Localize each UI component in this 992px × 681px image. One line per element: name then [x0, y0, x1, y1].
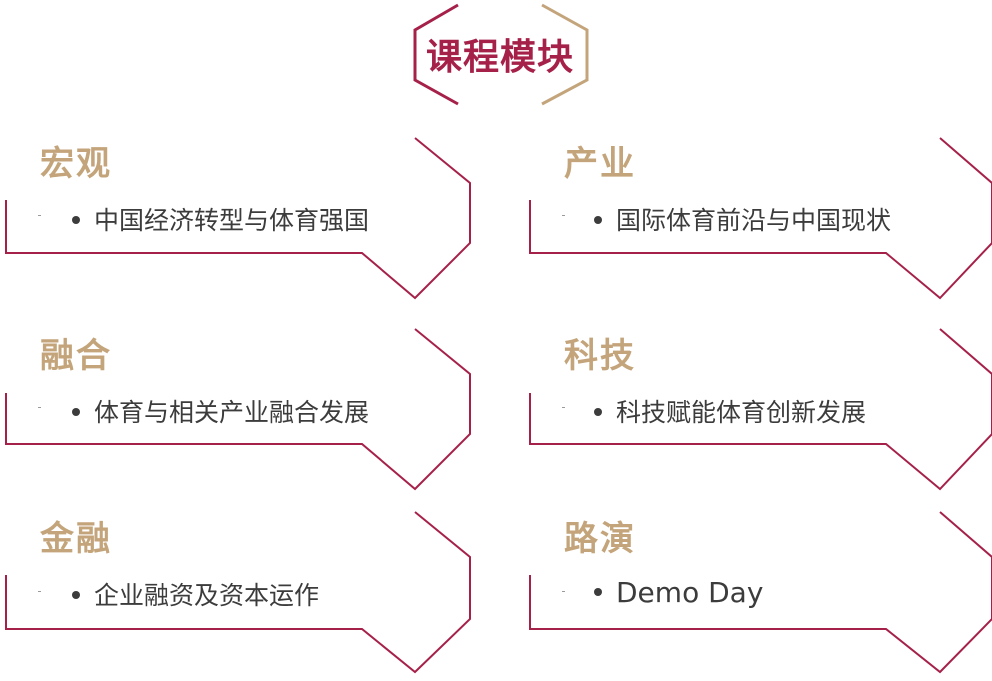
tick-mark	[562, 407, 565, 408]
title-hexagon-right	[541, 3, 589, 106]
module-title-roadshow: 路演	[564, 519, 636, 559]
bullet-dot	[72, 591, 80, 599]
tick-mark	[38, 591, 41, 592]
module-title-finance: 金融	[40, 519, 112, 559]
module-item-finance: 企业融资及资本运作	[72, 576, 319, 612]
module-item-text: 科技赋能体育创新发展	[616, 398, 867, 427]
module-box-left-2	[5, 328, 471, 491]
module-item-text: 中国经济转型与体育强国	[94, 206, 370, 235]
bullet-dot	[72, 408, 80, 416]
bullet-dot	[72, 216, 80, 224]
module-item-text: 企业融资及资本运作	[94, 581, 320, 610]
module-box-left-1	[5, 137, 471, 300]
tick-mark	[38, 215, 41, 216]
module-box-right-3	[529, 511, 992, 674]
module-item-industry: 国际体育前沿与中国现状	[594, 201, 891, 237]
module-title-industry: 产业	[564, 144, 636, 184]
module-box-right-1	[529, 137, 992, 300]
page-title: 课程模块	[425, 37, 574, 78]
module-title-tech: 科技	[564, 336, 636, 376]
module-item-fusion: 体育与相关产业融合发展	[72, 393, 369, 429]
module-item-text: Demo Day	[616, 576, 764, 609]
module-item-text: 国际体育前沿与中国现状	[616, 206, 892, 235]
module-box-left-3	[5, 511, 471, 674]
bullet-dot	[594, 588, 602, 596]
module-item-macro: 中国经济转型与体育强国	[72, 201, 369, 237]
module-box-right-2	[529, 328, 992, 491]
tick-mark	[562, 215, 565, 216]
module-item-roadshow: Demo Day	[594, 576, 763, 609]
tick-mark	[562, 591, 565, 592]
module-title-macro: 宏观	[40, 144, 112, 184]
bullet-dot	[594, 408, 602, 416]
bullet-dot	[594, 216, 602, 224]
module-item-text: 体育与相关产业融合发展	[94, 398, 370, 427]
tick-mark	[38, 407, 41, 408]
title-hexagon-left	[413, 3, 459, 106]
module-title-fusion: 融合	[40, 336, 112, 376]
module-item-tech: 科技赋能体育创新发展	[594, 393, 866, 429]
